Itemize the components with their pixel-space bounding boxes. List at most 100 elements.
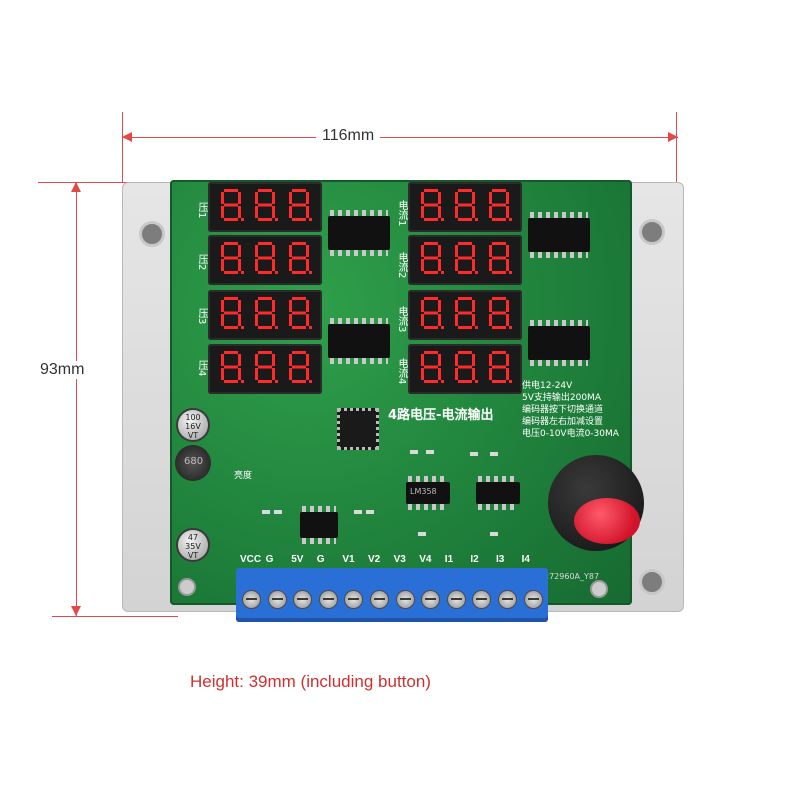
depth-extension-bottom — [52, 616, 178, 617]
seven-segment-digit — [218, 295, 244, 336]
terminal-screw-icon[interactable] — [293, 590, 313, 609]
depth-label: 93mm — [36, 361, 89, 379]
terminal-screw-icon[interactable] — [395, 590, 415, 609]
display-module-3 — [208, 290, 322, 340]
seven-segment-digit — [452, 240, 478, 281]
terminal-screw-icon[interactable] — [472, 590, 492, 609]
terminal-label: 5V — [291, 554, 304, 565]
depth-extension-top — [38, 182, 134, 183]
depth-dimension-line — [76, 182, 77, 616]
display-module-7 — [408, 290, 522, 340]
terminal-screw-icon[interactable] — [523, 590, 543, 609]
display-module-4 — [208, 344, 322, 394]
capacitor-voltage: 16V — [185, 422, 201, 431]
terminal-screw-icon[interactable] — [421, 590, 441, 609]
mount-hole-icon — [139, 221, 165, 247]
mcu-chip — [337, 408, 379, 450]
capacitor-value: 100 — [185, 413, 201, 422]
mount-hole-icon — [639, 219, 665, 245]
driver-chip-2 — [328, 318, 390, 364]
regulator-chip — [300, 506, 338, 544]
seven-segment-digit — [286, 240, 312, 281]
seven-segment-digit — [286, 295, 312, 336]
capacitor-voltage: 35V — [185, 542, 201, 551]
terminal-label: I4 — [521, 554, 530, 565]
encoder-button-cap[interactable] — [574, 498, 640, 544]
spec-list: 供电12-24V 5V支持输出200MA 编码器按下切换通道 编码器左右加减设置… — [522, 380, 619, 440]
pcb-hole-icon — [590, 580, 608, 598]
seven-segment-digit — [218, 349, 244, 390]
seven-segment-digit — [418, 295, 444, 336]
smd-component — [490, 452, 498, 456]
seven-segment-digit — [418, 187, 444, 228]
smd-component — [470, 452, 478, 456]
side-label-4: 压4 — [196, 360, 207, 377]
terminal-screw-icon[interactable] — [446, 590, 466, 609]
smd-component — [410, 450, 418, 454]
seven-segment-digit — [252, 349, 278, 390]
capacitor-brand: VT — [187, 551, 199, 560]
seven-segment-digit — [252, 240, 278, 281]
mount-hole-icon — [639, 569, 665, 595]
terminal-screw-icon[interactable] — [318, 590, 338, 609]
terminal-screw-icon[interactable] — [267, 590, 287, 609]
terminal-label: I3 — [496, 554, 505, 565]
pcb-board: 电流1 电流2 电流3 电流4 压1 压2 压3 压4 4路电压-电流输出 供电… — [170, 180, 632, 605]
terminal-label: V3 — [393, 554, 406, 565]
seven-segment-digit — [486, 349, 512, 390]
driver-chip-4 — [528, 320, 590, 366]
arrow-left-icon — [122, 132, 132, 142]
display-module-8 — [408, 344, 522, 394]
opamp-chip-1: LM358 — [406, 476, 450, 510]
smd-component — [262, 510, 270, 514]
smd-component — [426, 450, 434, 454]
driver-chip-3 — [528, 212, 590, 258]
terminal-label: G — [316, 554, 325, 565]
seven-segment-digit — [452, 295, 478, 336]
brightness-label: 亮度 — [234, 471, 253, 481]
smd-component — [274, 510, 282, 514]
terminal-label: V2 — [368, 554, 381, 565]
seven-segment-digit — [452, 187, 478, 228]
terminal-label: G — [265, 554, 274, 565]
display-module-2 — [208, 235, 322, 285]
seven-segment-digit — [218, 187, 244, 228]
channel-label-3: 电流3 — [396, 306, 407, 333]
display-module-5 — [408, 182, 522, 232]
seven-segment-digit — [486, 295, 512, 336]
width-label: 116mm — [316, 127, 381, 145]
channel-label-1: 电流1 — [396, 200, 407, 227]
terminal-label: I1 — [444, 554, 454, 565]
side-label-2: 压2 — [196, 254, 207, 271]
spec-line: 编码器按下切换通道 — [522, 405, 604, 415]
height-caption: Height: 39mm (including button) — [190, 672, 431, 691]
width-dimension-line — [122, 137, 678, 138]
seven-segment-digit — [218, 240, 244, 281]
terminal-screw-icon[interactable] — [498, 590, 517, 609]
side-label-3: 压3 — [196, 308, 207, 325]
spec-line: 电压0-10V电流0-30MA — [522, 429, 619, 439]
driver-chip-1 — [328, 210, 390, 256]
seven-segment-digit — [418, 240, 444, 281]
terminal-screw-icon[interactable] — [242, 590, 261, 609]
smd-component — [366, 510, 374, 514]
width-extension-right — [676, 112, 677, 192]
terminal-screw-icon[interactable] — [344, 590, 364, 609]
arrow-up-icon — [71, 182, 81, 192]
smd-component — [418, 532, 426, 536]
terminal-label: V1 — [342, 554, 355, 565]
seven-segment-digit — [252, 187, 278, 228]
display-module-6 — [408, 235, 522, 285]
smd-component — [354, 510, 362, 514]
capacitor-value: 47 — [187, 533, 199, 542]
spec-line: 供电12-24V — [522, 381, 573, 391]
terminal-label: VCC — [240, 554, 262, 565]
channel-label-2: 电流2 — [396, 252, 407, 279]
capacitor-brand: VT — [187, 431, 199, 440]
seven-segment-digit — [252, 295, 278, 336]
arrow-right-icon — [668, 132, 678, 142]
terminal-screw-icon[interactable] — [370, 590, 389, 609]
side-label-1: 压1 — [196, 202, 207, 219]
smd-component — [490, 532, 498, 536]
terminal-label: V4 — [419, 554, 432, 565]
